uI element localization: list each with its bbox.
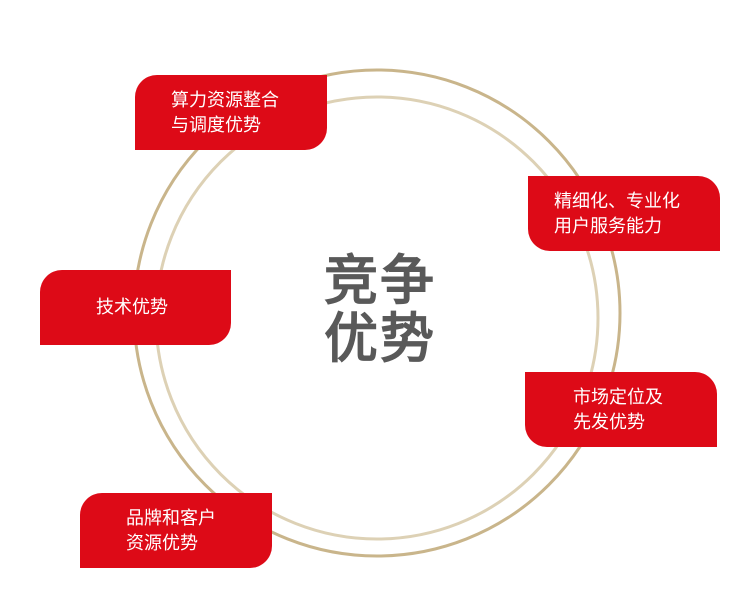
tag-label: 品牌和客户 资源优势 — [126, 507, 216, 554]
advantage-tag-brand-customers: 品牌和客户 资源优势 — [80, 493, 272, 568]
advantage-tag-compute-scheduling: 算力资源整合 与调度优势 — [135, 75, 327, 150]
tag-label: 市场定位及 先发优势 — [573, 386, 663, 433]
advantage-tag-refined-service: 精细化、专业化 用户服务能力 — [528, 176, 720, 251]
tag-label: 精细化、专业化 用户服务能力 — [554, 190, 680, 237]
tag-label: 技术优势 — [96, 297, 168, 318]
tag-label: 算力资源整合 与调度优势 — [171, 89, 279, 136]
advantage-tag-technology: 技术优势 — [40, 270, 231, 345]
advantage-tag-market-position: 市场定位及 先发优势 — [525, 372, 717, 447]
center-title: 竞争 优势 — [324, 249, 436, 370]
